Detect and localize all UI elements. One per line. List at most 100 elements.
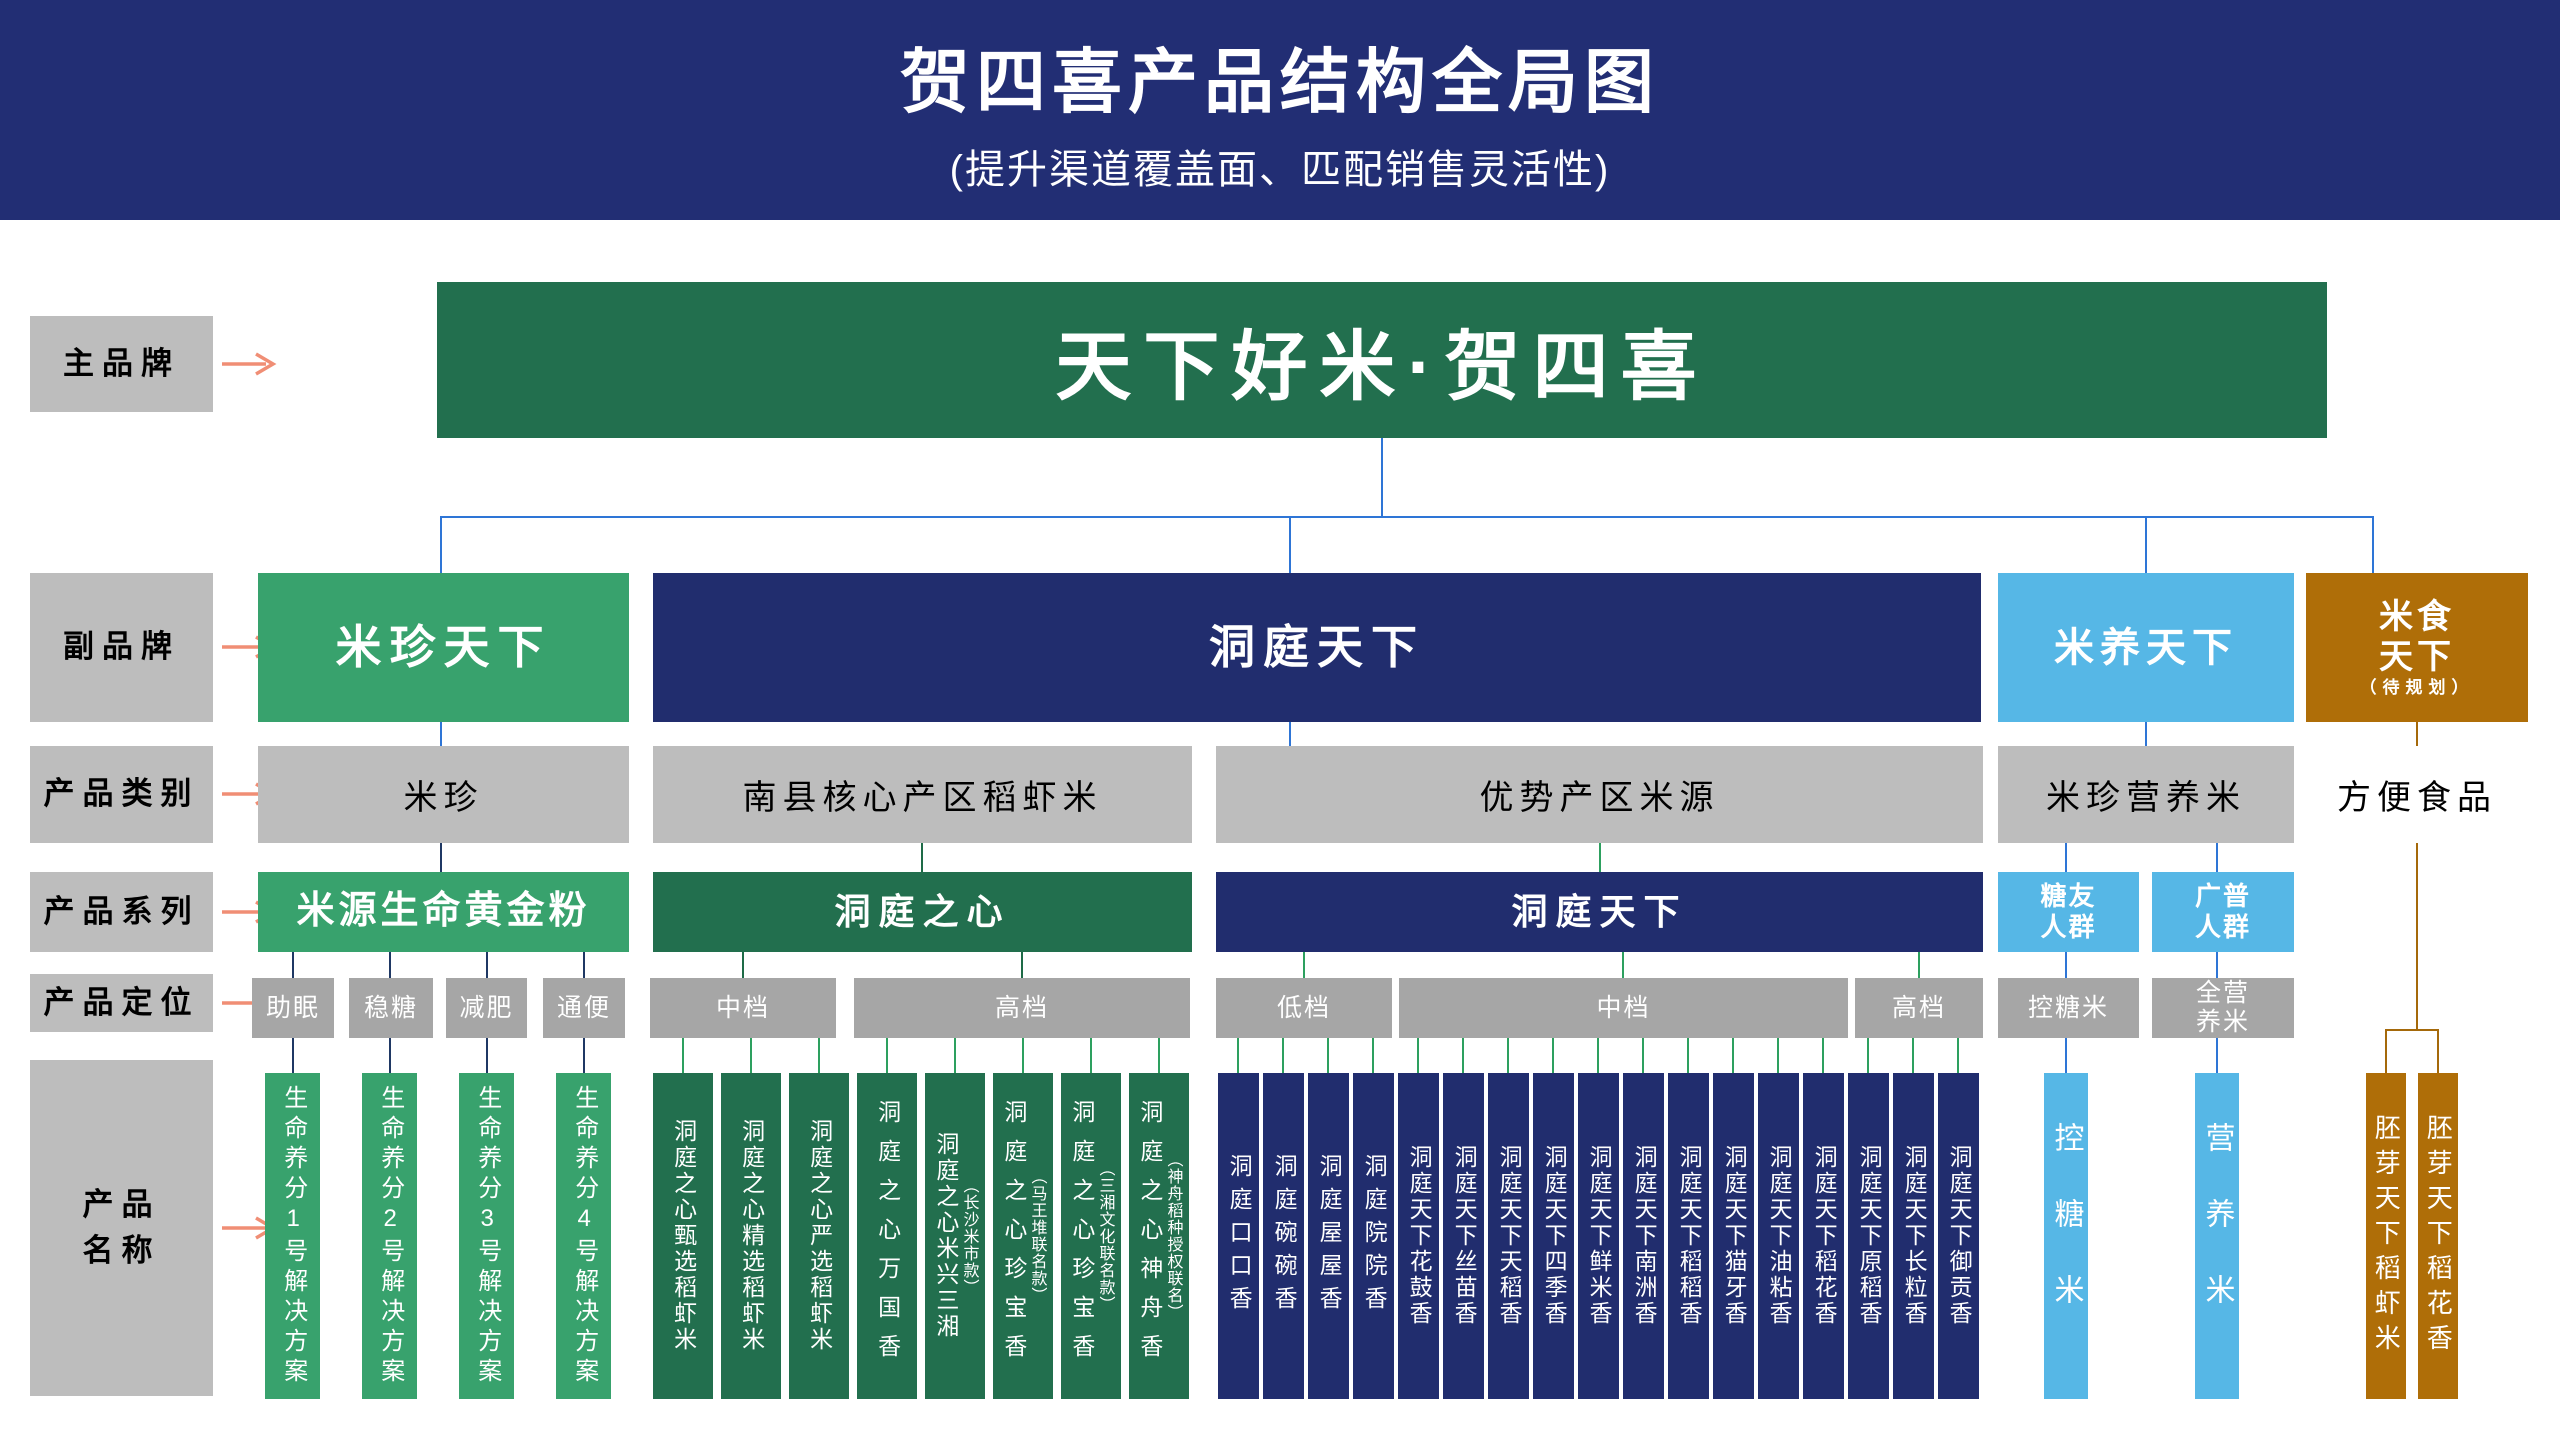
product-column: 洞庭天下稻稻香 (1668, 1073, 1709, 1399)
positioning-box: 稳糖 (349, 978, 433, 1038)
category-box: 优势产区米源 (1216, 746, 1983, 843)
connector-line (682, 1038, 684, 1073)
positioning-box: 控糖米 (1998, 978, 2139, 1038)
product-column: 洞庭天下御贡香 (1938, 1073, 1979, 1399)
positioning-box: 中档 (1399, 978, 1848, 1038)
connector-line (389, 1038, 391, 1073)
connector-line (1642, 1038, 1644, 1073)
product-column: 生命养分1号解决方案 (265, 1073, 320, 1399)
connector-line (2145, 722, 2147, 746)
product-column: 洞庭天下原稻香 (1848, 1073, 1889, 1399)
product-column: 洞庭天下长粒香 (1893, 1073, 1934, 1399)
connector-line (292, 1038, 294, 1073)
connector-line (921, 843, 923, 872)
product-column: 洞庭天下四季香 (1533, 1073, 1574, 1399)
product-column: 洞庭之心甄选稻虾米 (653, 1073, 713, 1399)
product-name: 洞庭天下长粒香 (1901, 1145, 1928, 1327)
header-banner: 贺四喜产品结构全局图 (提升渠道覆盖面、匹配销售灵活性) (0, 0, 2560, 220)
positioning-box: 高档 (1855, 978, 1983, 1038)
sub-brand-box: 米珍天下 (258, 573, 629, 722)
positioning-box: 全营 养米 (2152, 978, 2294, 1038)
product-name: 洞庭天下稻稻香 (1676, 1145, 1703, 1327)
product-name: 洞庭碗碗香 (1271, 1153, 1298, 1319)
sub-brand-box: 米养天下 (1998, 573, 2294, 722)
product-column: 洞庭口口香 (1218, 1073, 1259, 1399)
positioning-box: 高档 (854, 978, 1190, 1038)
product-name: 洞庭天下油粘香 (1766, 1145, 1793, 1327)
series-box: 洞庭之心 (653, 872, 1192, 952)
connector-line (1289, 722, 1291, 746)
product-name: 洞庭屋屋香 (1316, 1153, 1343, 1319)
connector-line (2385, 1029, 2439, 1031)
sub-brand-label: 米养天下 (2054, 625, 2238, 670)
row-label-main-brand: 主品牌 (30, 316, 213, 412)
connector-line (2437, 1031, 2439, 1073)
positioning-box: 低档 (1216, 978, 1392, 1038)
connector-line (440, 516, 2374, 518)
product-column: 洞庭天下稻花香 (1803, 1073, 1844, 1399)
sub-brand-label: 洞庭天下 (1209, 620, 1425, 673)
main-brand-box: 天下好米·贺四喜 (437, 282, 2327, 438)
product-name: 生命养分1号解决方案 (279, 1084, 307, 1388)
product-column: 生命养分3号解决方案 (459, 1073, 514, 1399)
connector-line (2416, 722, 2418, 746)
connector-line (1777, 1038, 1779, 1073)
positioning-box: 助眠 (252, 978, 334, 1038)
connector-line (1381, 438, 1383, 517)
product-name: 洞庭天下猫牙香 (1721, 1145, 1748, 1327)
positioning-box: 中档 (650, 978, 836, 1038)
connector-line (1462, 1038, 1464, 1073)
connector-line (1417, 1038, 1419, 1073)
product-name: 胚芽天下稻虾米 (2371, 1113, 2402, 1359)
product-column: 洞庭之心严选稻虾米 (789, 1073, 849, 1399)
connector-line (742, 952, 744, 978)
product-column: 洞庭天下天稻香 (1488, 1073, 1529, 1399)
row-label-category: 产品类别 (30, 746, 213, 843)
connector-line (2216, 1038, 2218, 1073)
product-name: 洞庭之心精选稻虾米 (738, 1119, 765, 1353)
connector-line (1090, 1038, 1092, 1073)
product-name: 洞庭天下花鼓香 (1406, 1145, 1433, 1327)
product-column: 洞庭屋屋香 (1308, 1073, 1349, 1399)
product-name: 洞庭天下稻花香 (1811, 1145, 1838, 1327)
product-column: 洞庭之心精选稻虾米 (721, 1073, 781, 1399)
product-name: 洞庭院院香 (1361, 1153, 1388, 1319)
page-subtitle: (提升渠道覆盖面、匹配销售灵活性) (949, 147, 1611, 192)
series-box: 米源生命黄金粉 (258, 872, 629, 952)
connector-line (1282, 1038, 1284, 1073)
product-column: 洞庭天下油粘香 (1758, 1073, 1799, 1399)
connector-line (1599, 843, 1601, 872)
product-name: 洞庭天下天稻香 (1496, 1145, 1523, 1327)
product-name-subtitle: （马王堆联名款） (1028, 1168, 1046, 1304)
connector-line (1158, 1038, 1160, 1073)
product-column: 洞庭碗碗香 (1263, 1073, 1304, 1399)
connector-line (1622, 952, 1624, 978)
product-name: 洞庭天下鲜米香 (1586, 1145, 1613, 1327)
series-box: 糖友 人群 (1998, 872, 2139, 952)
product-name: 洞庭之心严选稻虾米 (806, 1119, 833, 1353)
connector-line (1372, 1038, 1374, 1073)
sub-brand-label: 米食 天下 (2379, 597, 2455, 677)
product-name: 营养米 (2200, 1122, 2234, 1350)
series-box: 洞庭天下 (1216, 872, 1983, 952)
connector-line (1021, 952, 1023, 978)
product-name-subtitle: （长沙米市款） (960, 1176, 978, 1296)
product-name: 洞庭之心甄选稻虾米 (670, 1119, 697, 1353)
product-column: 洞庭天下丝苗香 (1443, 1073, 1484, 1399)
product-name: 洞庭天下南洲香 (1631, 1145, 1658, 1327)
category-box: 南县核心产区稻虾米 (653, 746, 1192, 843)
product-column: 洞庭之心万国香 (857, 1073, 917, 1399)
product-column: 洞庭天下鲜米香 (1578, 1073, 1619, 1399)
product-name-subtitle: （三湘文化联名款） (1096, 1159, 1114, 1313)
row-label-sub-brand: 副品牌 (30, 573, 213, 722)
connector-line (583, 1038, 585, 1073)
category-box: 米珍营养米 (1998, 746, 2294, 843)
positioning-box: 减肥 (446, 978, 527, 1038)
connector-line (1732, 1038, 1734, 1073)
sub-brand-box: 洞庭天下 (653, 573, 1981, 722)
connector-line (954, 1038, 956, 1073)
product-name: 生命养分4号解决方案 (570, 1084, 598, 1388)
product-column: 生命养分4号解决方案 (556, 1073, 611, 1399)
connector-line (1303, 952, 1305, 978)
connector-line (1918, 952, 1920, 978)
